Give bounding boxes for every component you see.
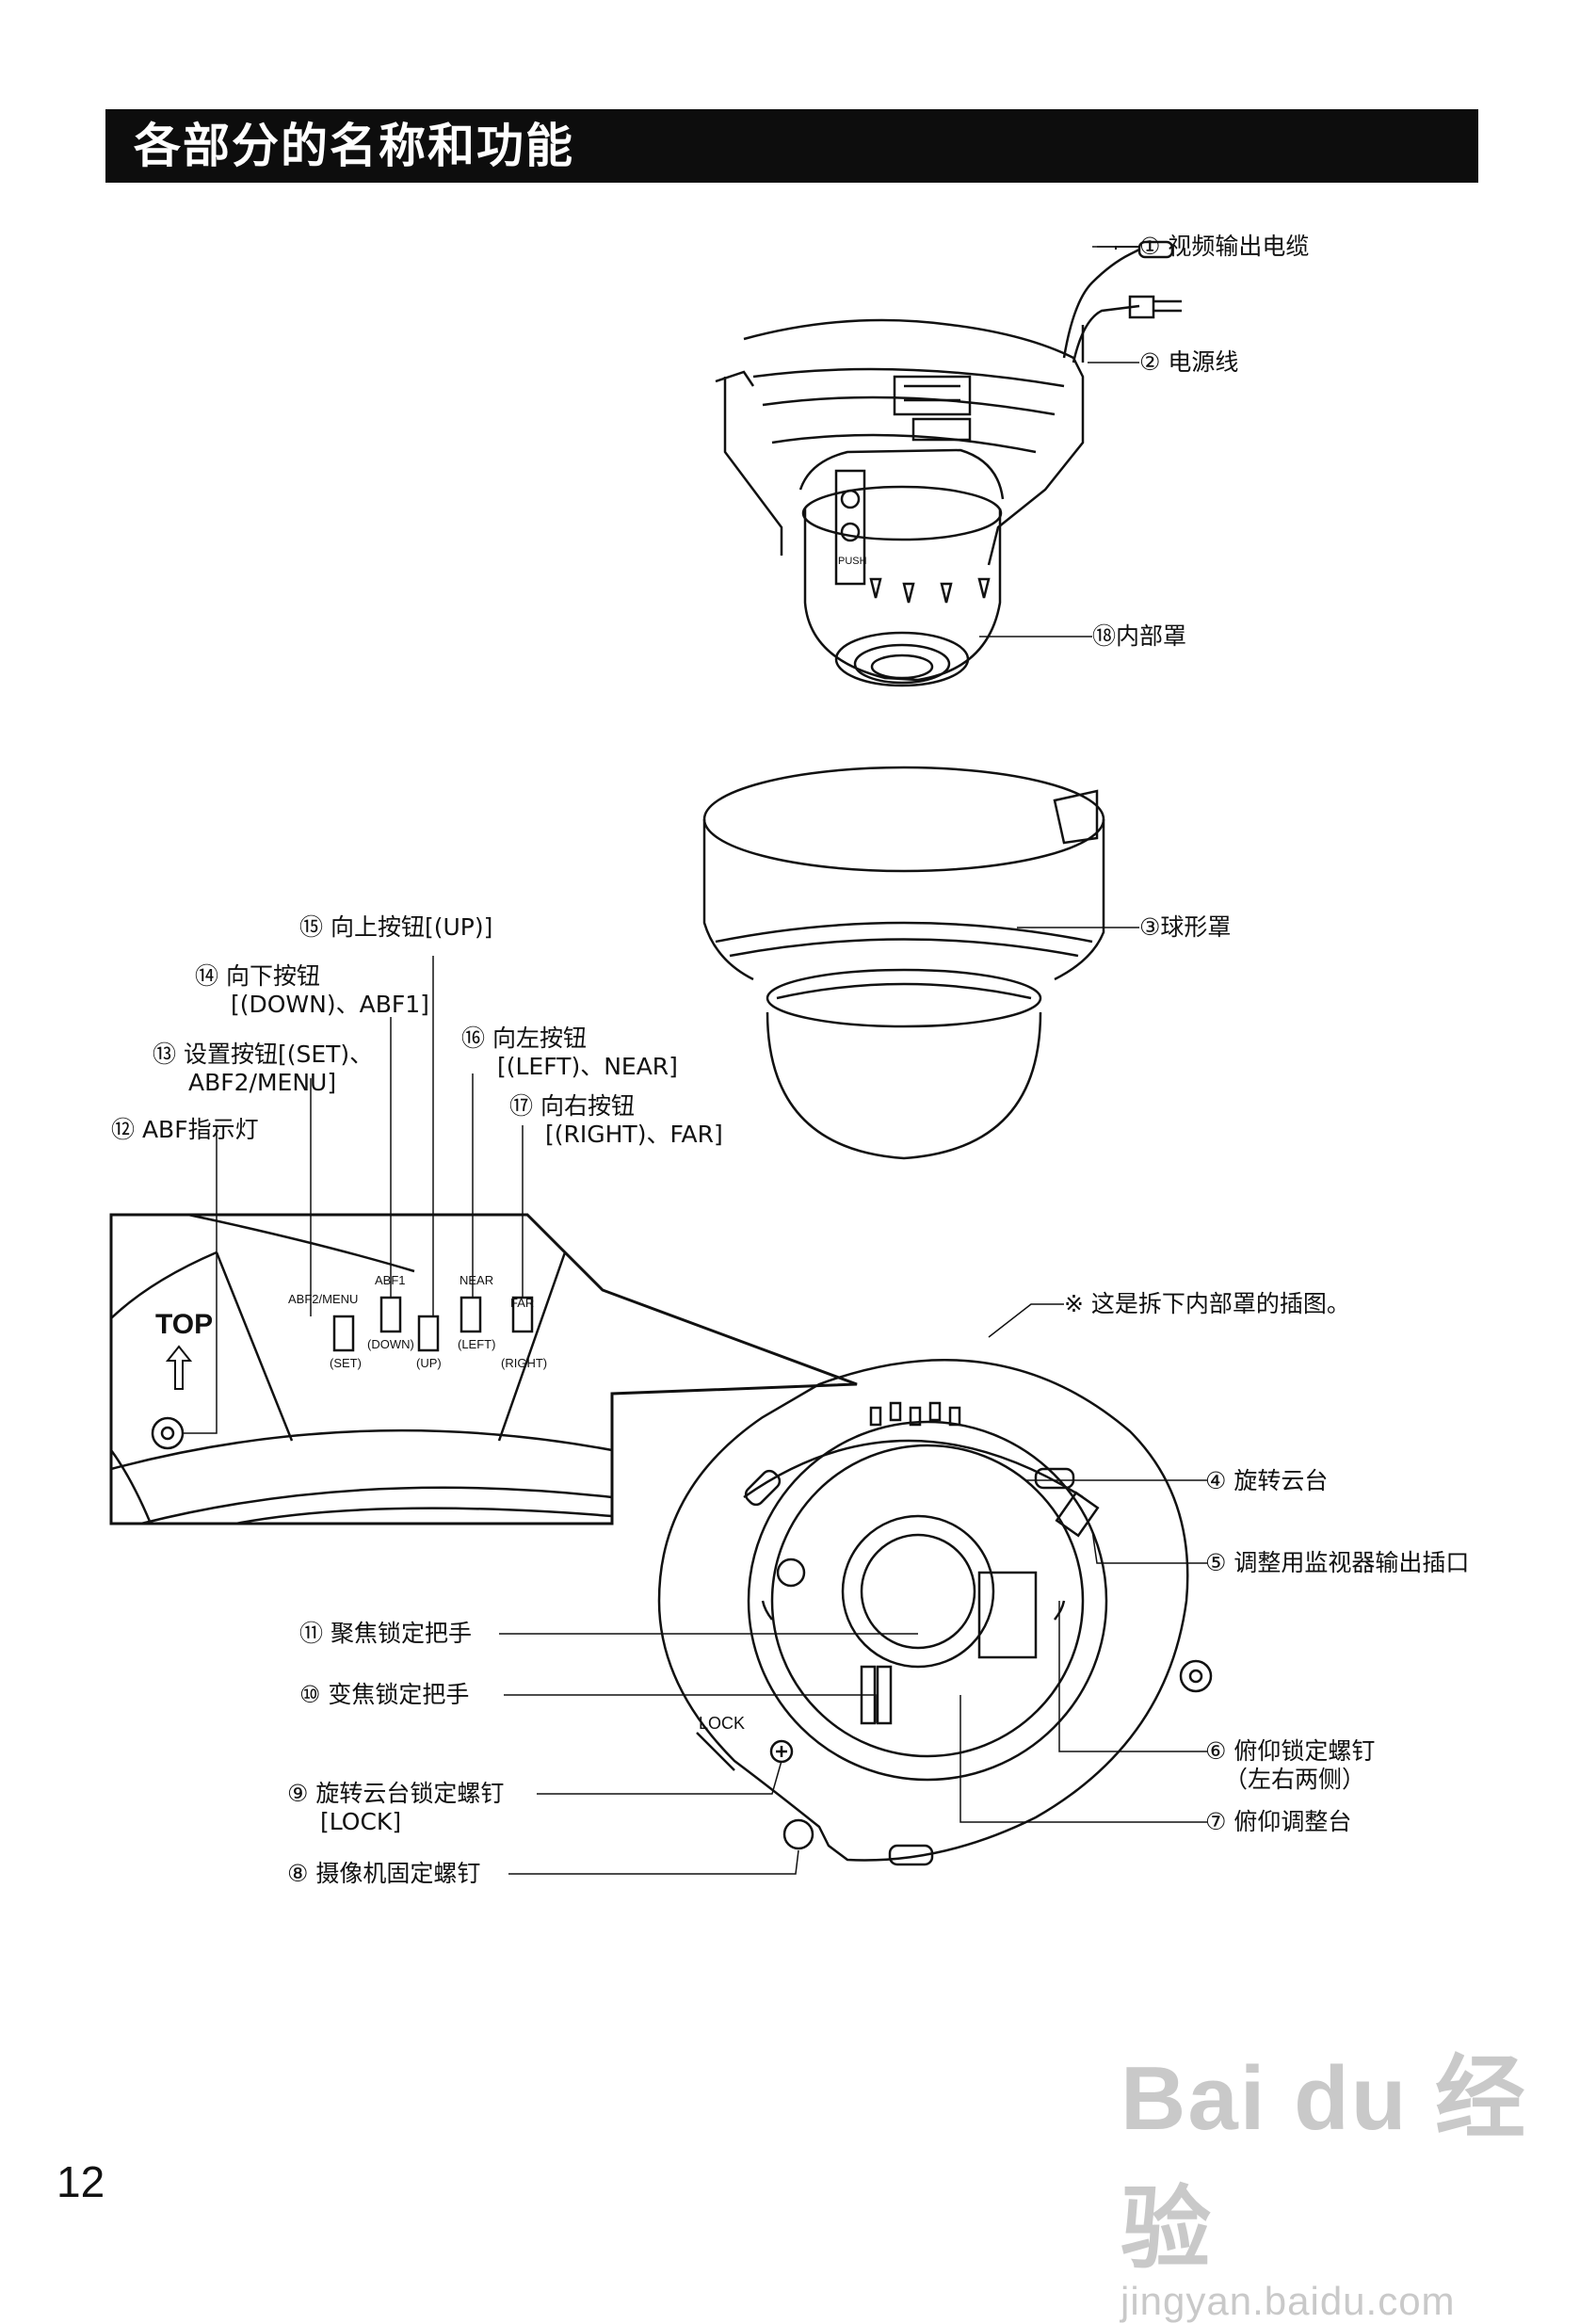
- label-tilt-table: ⑦ 俯仰调整台: [1205, 1808, 1352, 1835]
- label-tilt-lock-screw-1: ⑥ 俯仰锁定螺钉: [1205, 1737, 1376, 1765]
- label-set-button-2: ABF2/MENU]: [188, 1069, 337, 1096]
- lock-label: LOCK: [699, 1714, 746, 1733]
- label-camera-fix-screw: ⑧ 摄像机固定螺钉: [287, 1860, 481, 1887]
- watermark-brand: Bai du 经验: [1121, 2048, 1528, 2280]
- label-tilt-lock-screw-2: （左右两侧）: [1224, 1766, 1366, 1793]
- panel-abf2-label: ABF2/MENU: [288, 1292, 359, 1306]
- panel-abf1-label: ABF1: [375, 1273, 406, 1287]
- label-down-button-1: ⑭ 向下按钮: [195, 962, 320, 990]
- panel-up-sublabel: (UP): [416, 1356, 442, 1370]
- label-monitor-output: ⑤ 调整用监视器输出插口: [1205, 1549, 1470, 1576]
- label-video-cable: ① 视频输出电缆: [1139, 233, 1310, 260]
- panel-set-sublabel: (SET): [330, 1356, 362, 1370]
- label-right-button-2: [(RIGHT)、FAR]: [545, 1121, 723, 1148]
- panel-down-sublabel: (DOWN): [367, 1337, 414, 1351]
- label-dome-cover: ③球形罩: [1139, 913, 1232, 941]
- section-title: 各部分的名称和功能: [105, 109, 1478, 183]
- camera-diagram: [109, 240, 1213, 1875]
- watermark-url: jingyan.baidu.com: [1121, 2279, 1456, 2323]
- label-up-button: ⑮ 向上按钮[(UP)]: [299, 913, 493, 941]
- panel-near-label: NEAR: [459, 1273, 494, 1287]
- panel-top-label: TOP: [155, 1309, 214, 1340]
- panel-far-label: FAR: [510, 1296, 535, 1310]
- label-focus-lock-lever: ⑪ 聚焦锁定把手: [299, 1620, 472, 1647]
- label-power-cable: ② 电源线: [1139, 348, 1239, 376]
- inset-panel: [109, 1213, 858, 1525]
- label-left-button-1: ⑯ 向左按钮: [461, 1025, 587, 1052]
- label-set-button-1: ⑬ 设置按钮[(SET)、: [153, 1041, 374, 1068]
- push-label: PUSH: [838, 556, 867, 567]
- dome-cover-illustration: [702, 766, 1105, 1160]
- label-right-button-1: ⑰ 向右按钮: [509, 1092, 635, 1120]
- label-zoom-lock-lever: ⑩ 变焦锁定把手: [299, 1681, 470, 1708]
- label-pan-table: ④ 旋转云台: [1205, 1467, 1329, 1494]
- label-pan-lock-screw-1: ⑨ 旋转云台锁定螺钉: [287, 1780, 505, 1807]
- label-pan-lock-screw-2: [LOCK]: [320, 1808, 402, 1835]
- panel-left-sublabel: (LEFT): [458, 1337, 496, 1351]
- label-down-button-2: [(DOWN)、ABF1]: [231, 991, 429, 1018]
- label-left-button-2: [(LEFT)、NEAR]: [497, 1053, 678, 1080]
- watermark: Bai du 经验 jingyan.baidu.com: [1121, 2025, 1580, 2324]
- panel-right-sublabel: (RIGHT): [501, 1356, 548, 1370]
- bottom-view-illustration: [657, 1359, 1213, 1866]
- camera-unit-illustration: [715, 240, 1182, 687]
- note-cover-removed: ※ 这是拆下内部罩的插图。: [1064, 1290, 1350, 1317]
- page-number: 12: [56, 2157, 105, 2206]
- label-abf-indicator: ⑫ ABF指示灯: [111, 1116, 259, 1143]
- label-inner-cover: ⑱内部罩: [1092, 622, 1187, 650]
